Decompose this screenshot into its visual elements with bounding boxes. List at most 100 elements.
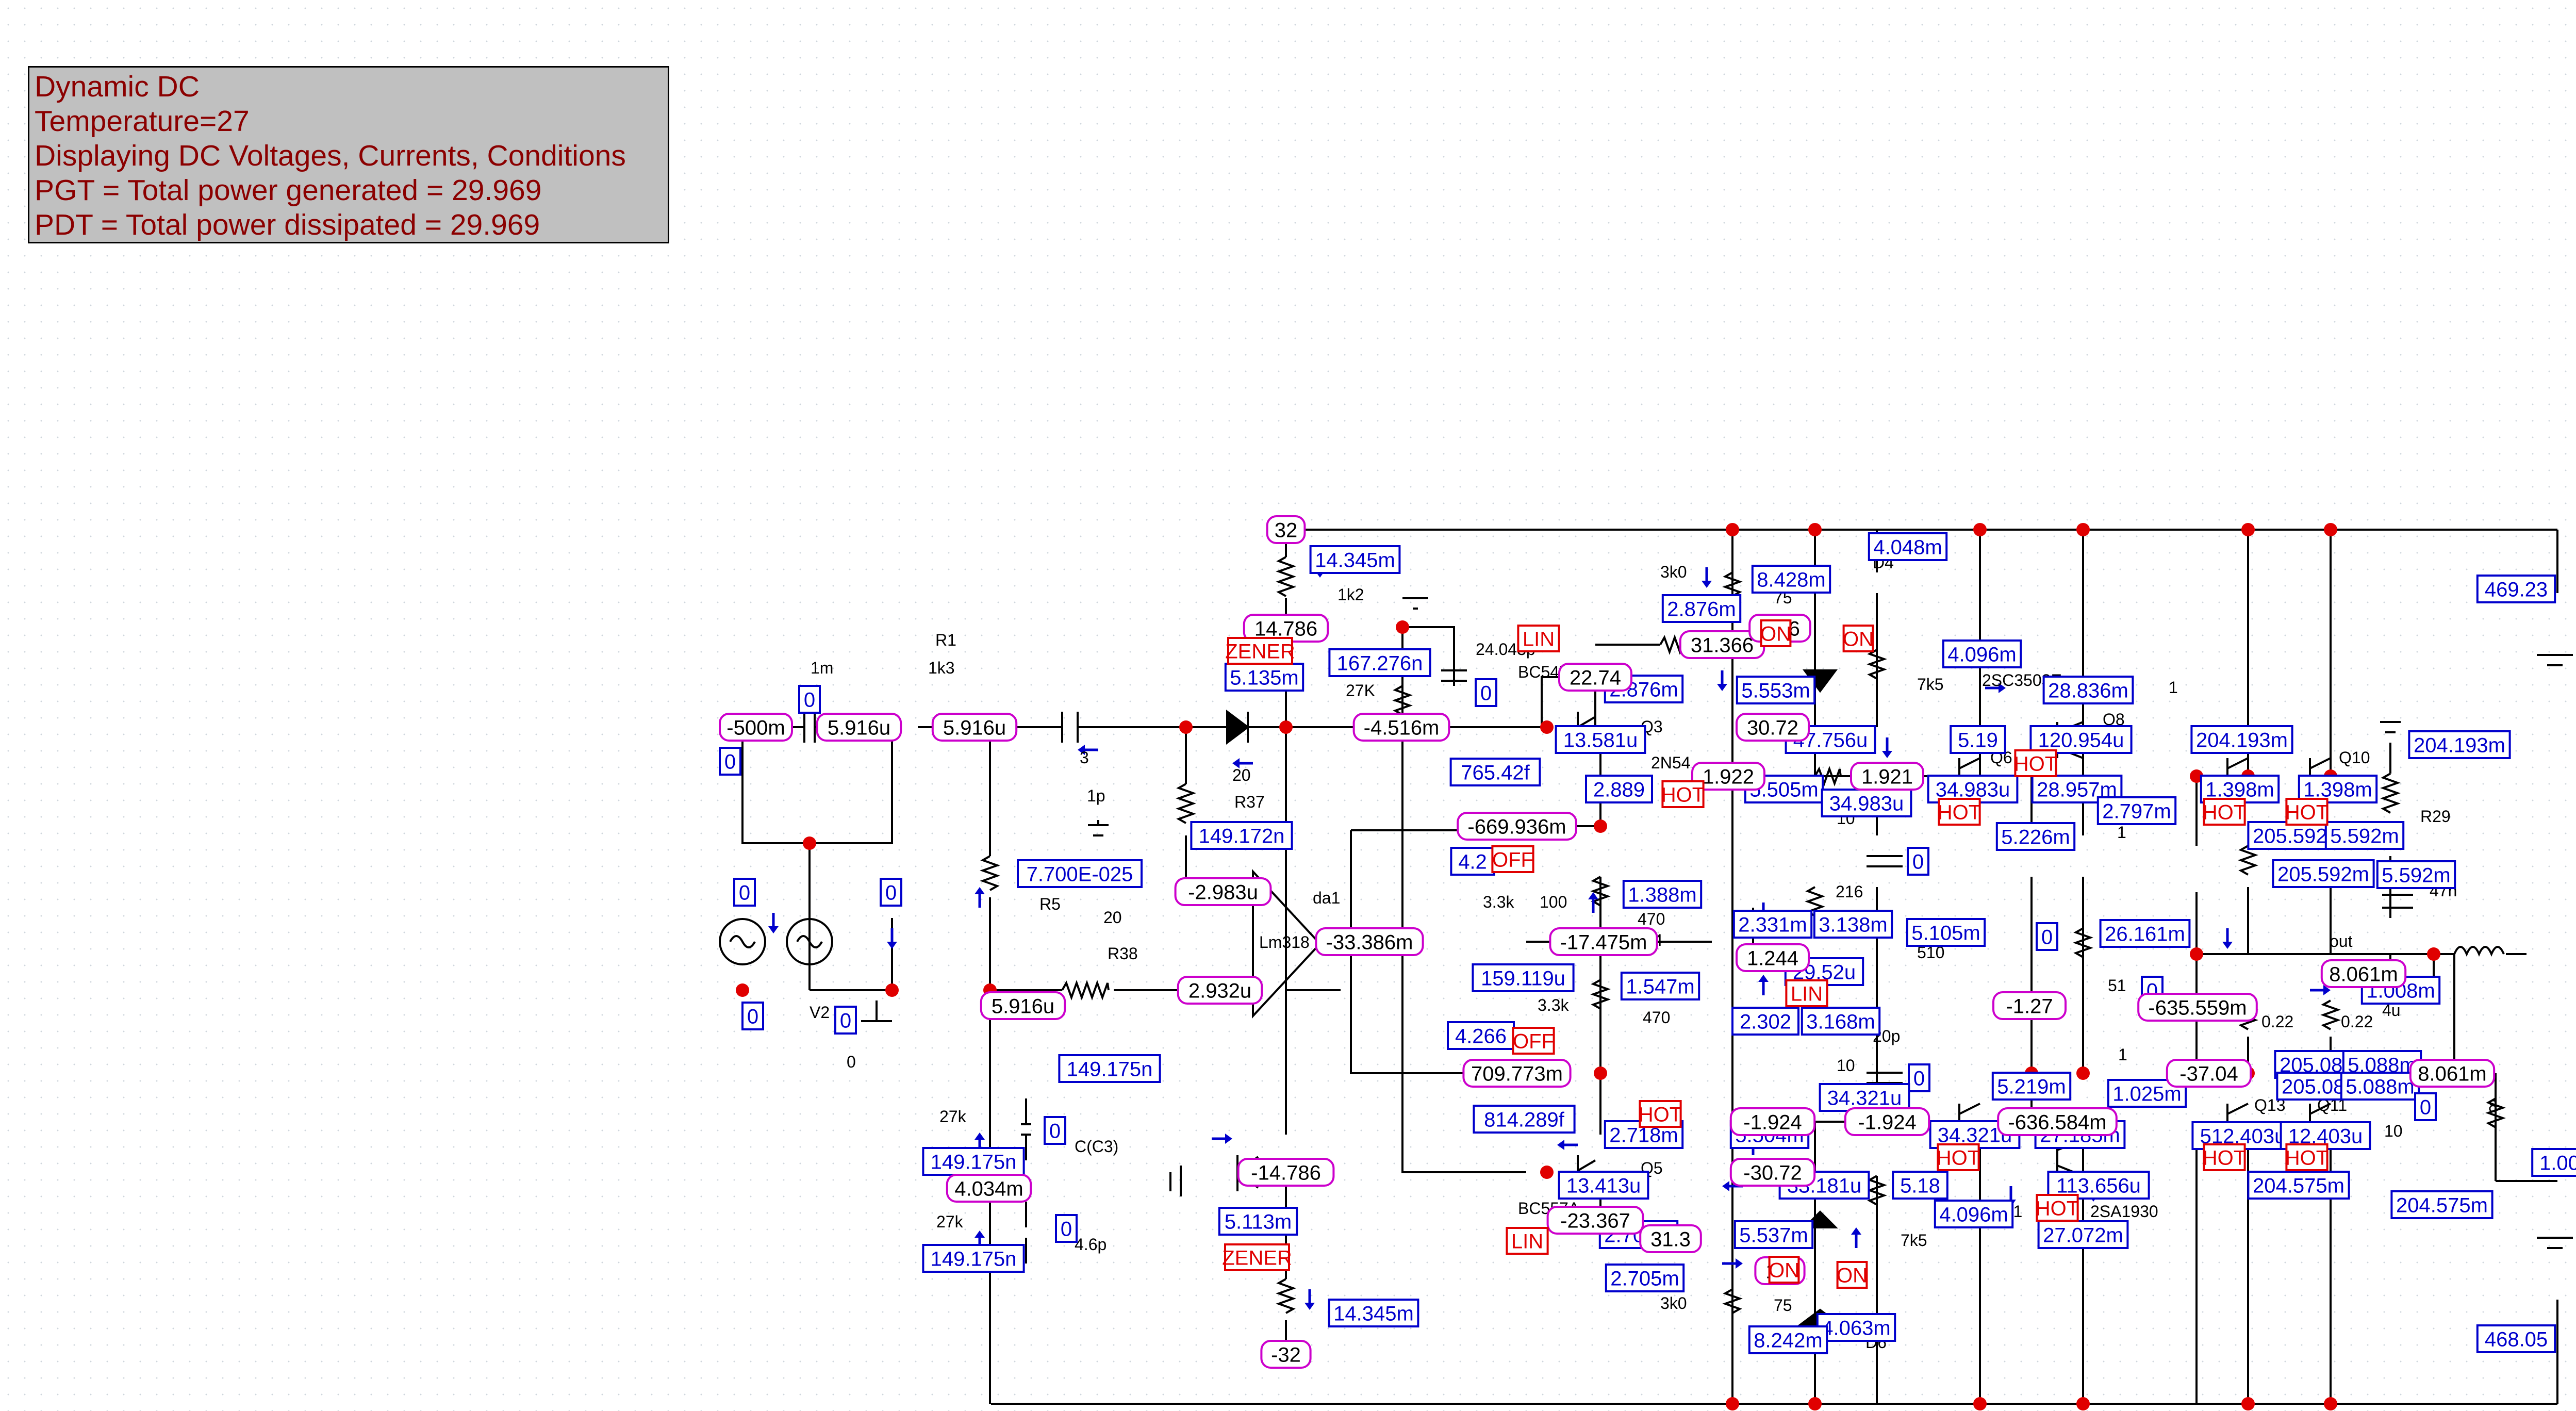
current-tag[interactable]: 0 — [1475, 678, 1497, 707]
current-tag[interactable]: 2.705m — [1605, 1264, 1685, 1292]
current-tag[interactable]: 0 — [2414, 1092, 2437, 1121]
voltage-tag[interactable]: -636.584m — [1997, 1107, 2118, 1136]
current-tag[interactable]: 120.954u — [2029, 725, 2133, 754]
current-tag[interactable]: 204.575m — [2390, 1190, 2494, 1219]
voltage-tag[interactable]: -37.04 — [2166, 1059, 2252, 1088]
voltage-tag[interactable]: 4.034m — [946, 1174, 1032, 1203]
current-tag[interactable]: 5.113m — [1218, 1207, 1298, 1236]
current-tag[interactable]: 5.219m — [1991, 1072, 2072, 1101]
status-tag[interactable]: OFF — [1512, 1027, 1555, 1055]
current-tag[interactable]: 26.161m — [2099, 919, 2191, 948]
voltage-tag[interactable]: -1.924 — [1844, 1107, 1930, 1136]
status-tag[interactable]: ON — [1768, 1256, 1800, 1284]
current-tag[interactable]: 0 — [798, 685, 821, 714]
current-tag[interactable]: 5.18 — [1892, 1171, 1948, 1200]
current-tag[interactable]: 4.266 — [1447, 1021, 1515, 1050]
status-tag[interactable]: ON — [1842, 625, 1874, 652]
current-tag[interactable]: 5.592m — [2324, 821, 2405, 850]
current-tag[interactable]: 1.388m — [1622, 880, 1703, 909]
voltage-tag[interactable]: 31.3 — [1639, 1224, 1702, 1253]
current-tag[interactable]: 0 — [1908, 1063, 1930, 1092]
current-tag[interactable]: 149.175n — [922, 1244, 1025, 1273]
current-tag[interactable]: 2.331m — [1732, 910, 1813, 939]
voltage-tag[interactable]: -32 — [1260, 1340, 1312, 1369]
voltage-tag[interactable]: 1.921 — [1850, 762, 1924, 791]
current-readouts[interactable]: 014.345m4.048m8.428m2.876m5.135m167.276n… — [719, 532, 2576, 1354]
current-tag[interactable]: 814.289f — [1473, 1105, 1576, 1134]
current-tag[interactable]: 1.547m — [1620, 972, 1700, 1000]
status-tag[interactable]: HOT — [1639, 1100, 1682, 1128]
voltage-tag[interactable]: 22.74 — [1558, 663, 1632, 692]
current-tag[interactable]: 204.575m — [2247, 1171, 2350, 1200]
current-tag[interactable]: 4.048m — [1868, 532, 1948, 561]
voltage-tag[interactable]: 32 — [1266, 515, 1306, 544]
current-tag[interactable]: 13.413u — [1558, 1171, 1649, 1200]
current-tag[interactable]: 0 — [1044, 1116, 1066, 1145]
voltage-tag[interactable]: 709.773m — [1462, 1059, 1572, 1088]
current-tag[interactable]: 34.983u — [1821, 789, 1912, 817]
current-tag[interactable]: 2.302 — [1731, 1007, 1799, 1036]
voltage-tag[interactable]: 1.922 — [1691, 762, 1765, 791]
current-tag[interactable]: 2.876m — [1661, 594, 1742, 623]
voltage-tag[interactable]: -635.559m — [2137, 993, 2258, 1022]
current-tag[interactable]: 0 — [733, 878, 756, 907]
voltage-tag[interactable]: 2.932u — [1177, 976, 1263, 1005]
current-tag[interactable]: 0 — [719, 747, 741, 776]
current-tag[interactable]: 7.700E-025 — [1017, 859, 1143, 888]
current-tag[interactable]: 149.175n — [922, 1147, 1025, 1176]
current-tag[interactable]: 3.168m — [1801, 1007, 1881, 1036]
current-tag[interactable]: 5.537m — [1733, 1220, 1814, 1249]
status-tag[interactable]: HOT — [2285, 1143, 2329, 1171]
current-tag[interactable]: 1.00 — [2531, 1148, 2576, 1177]
current-tag[interactable]: 34.321u — [1819, 1083, 1910, 1112]
current-tag[interactable]: 8.428m — [1751, 565, 1831, 594]
current-tag[interactable]: 0 — [741, 1002, 764, 1030]
current-tag[interactable]: 468.05 — [2476, 1324, 2556, 1353]
current-tag[interactable]: 204.193m — [2408, 730, 2511, 759]
current-tag[interactable]: 4.063m — [1816, 1313, 1896, 1342]
current-tag[interactable]: 2.889 — [1585, 775, 1653, 803]
current-tag[interactable]: 0 — [880, 878, 902, 907]
voltage-tag[interactable]: 5.916u — [980, 991, 1066, 1020]
voltage-tag[interactable]: 31.366 — [1679, 630, 1765, 659]
current-tag[interactable]: 204.193m — [2190, 725, 2293, 754]
status-tag[interactable]: ON — [1836, 1261, 1868, 1289]
status-tag[interactable]: HOT — [2203, 1143, 2246, 1171]
status-tag[interactable]: ON — [1760, 619, 1792, 647]
current-tag[interactable]: 5.19 — [1950, 725, 2006, 754]
voltage-tag[interactable]: 5.916u — [931, 713, 1018, 742]
current-tag[interactable]: 149.172n — [1190, 821, 1293, 850]
voltage-tag[interactable]: -500m — [719, 713, 793, 742]
current-tag[interactable]: 113.656u — [2047, 1171, 2150, 1200]
status-tag[interactable]: HOT — [1938, 798, 1981, 826]
current-tag[interactable]: 0 — [1055, 1214, 1078, 1243]
status-tag[interactable]: ZENER — [1222, 1243, 1292, 1271]
current-tag[interactable]: 5.226m — [1995, 822, 2076, 851]
current-tag[interactable]: 13.581u — [1555, 725, 1646, 754]
current-tag[interactable]: 27.072m — [2037, 1220, 2129, 1249]
voltage-tag[interactable]: -1.924 — [1729, 1107, 1816, 1136]
current-tag[interactable]: 149.175n — [1058, 1054, 1161, 1083]
status-tag[interactable]: HOT — [1937, 1143, 1980, 1171]
current-tag[interactable]: 5.553m — [1736, 676, 1816, 704]
current-tag[interactable]: 8.242m — [1748, 1325, 1828, 1354]
voltage-tag[interactable]: -14.786 — [1237, 1158, 1335, 1187]
current-tag[interactable]: 0 — [1907, 847, 1929, 876]
current-tag[interactable]: 4.2 — [1450, 847, 1495, 876]
voltage-tag[interactable]: -1.27 — [1992, 991, 2067, 1020]
current-tag[interactable]: 469.23 — [2476, 575, 2556, 603]
current-tag[interactable]: 5.105m — [1906, 918, 1986, 947]
current-tag[interactable]: 5.135m — [1224, 663, 1304, 692]
voltage-tag[interactable]: -33.386m — [1315, 927, 1424, 956]
voltage-tag[interactable]: -4.516m — [1352, 713, 1450, 742]
current-tag[interactable]: 28.836m — [2042, 676, 2134, 704]
voltage-tag[interactable]: -669.936m — [1457, 812, 1577, 841]
voltage-tag[interactable]: 8.061m — [2409, 1059, 2496, 1088]
status-tag[interactable]: HOT — [2285, 798, 2329, 826]
current-tag[interactable]: 167.276n — [1328, 648, 1431, 677]
current-tag[interactable]: 2.797m — [2096, 796, 2177, 825]
status-tag[interactable]: ZENER — [1225, 637, 1295, 665]
current-tag[interactable]: 205.592m — [2272, 859, 2375, 888]
